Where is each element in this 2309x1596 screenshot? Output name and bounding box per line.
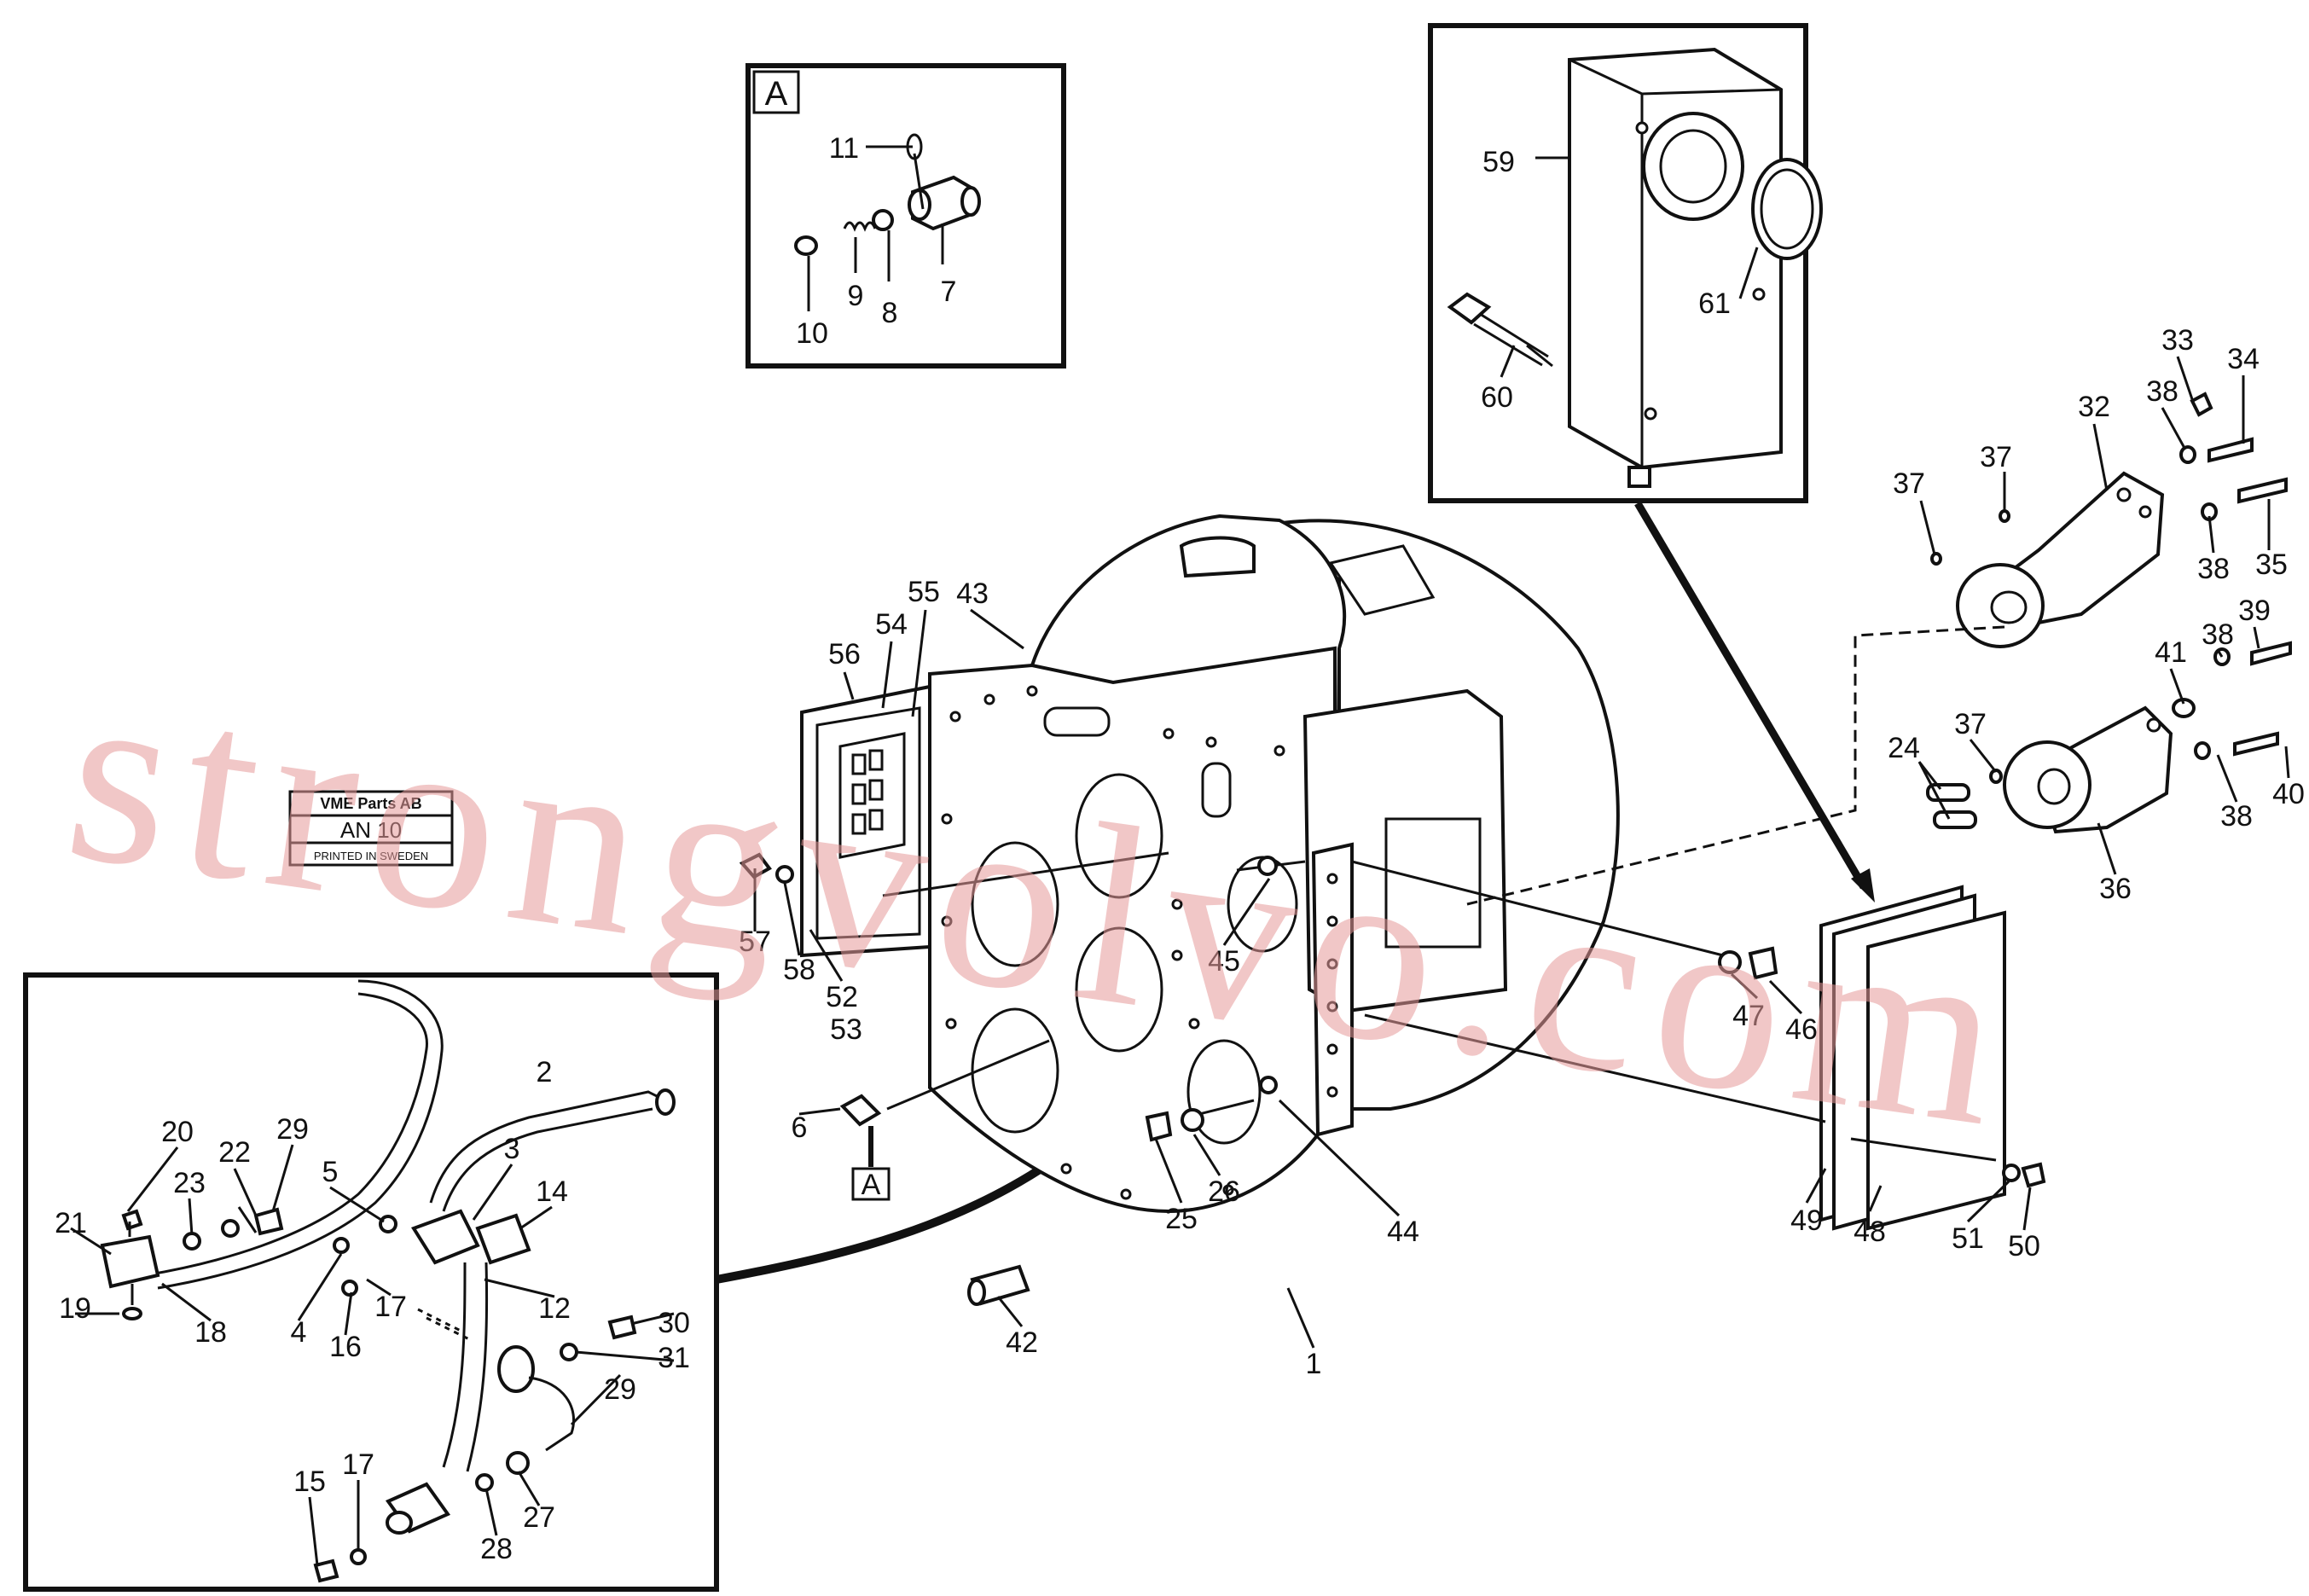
part-label: 45 [1208, 945, 1240, 978]
part-label: 5 [322, 1156, 339, 1188]
part-label: 27 [523, 1501, 555, 1534]
part-label: 33 [2161, 324, 2194, 357]
part-label: 10 [796, 317, 828, 350]
part-label: 31 [658, 1342, 690, 1374]
part-label: 61 [1698, 287, 1731, 320]
valve-body [906, 133, 981, 231]
part-label: 36 [2099, 873, 2132, 905]
part-label: 60 [1481, 381, 1513, 414]
bolt [1447, 292, 1553, 368]
part-label: 2 [537, 1056, 553, 1088]
part-label: 41 [2155, 636, 2187, 669]
detail-plate-box [1428, 23, 1823, 503]
bearing-bracket-upper [1956, 471, 2165, 648]
part-label: 9 [848, 280, 864, 312]
part-label: 34 [2227, 343, 2260, 375]
part-label: 37 [1954, 708, 1987, 740]
stamp-code: AN 10 [340, 817, 402, 843]
detail-pipe-box [23, 972, 719, 1592]
flywheel-housing [928, 514, 1620, 1214]
part-labels: 11 10 9 8 7 59 61 60 33 34 32 38 37 37 3… [55, 132, 2305, 1565]
part-label: 23 [173, 1167, 206, 1199]
part-label: 6 [792, 1111, 808, 1144]
part-label: 28 [480, 1533, 513, 1565]
part-label: 54 [875, 608, 908, 641]
part-label: 37 [1893, 467, 1925, 500]
part-label: 29 [604, 1373, 636, 1406]
part-label: 20 [161, 1116, 194, 1148]
part-label: 11 [829, 132, 859, 165]
part-label: 48 [1854, 1216, 1886, 1248]
stamp: VME Parts AB AN 10 PRINTED IN SWEDEN [288, 790, 454, 867]
detail-a-marker: A [765, 75, 788, 113]
part-label: 7 [941, 276, 957, 308]
part-label: 52 [826, 981, 858, 1013]
part-label: 8 [882, 297, 898, 329]
valve-washer [794, 235, 818, 256]
part-label: 17 [374, 1291, 407, 1323]
part-label: 38 [2197, 553, 2230, 585]
valve-spring [843, 221, 877, 232]
part-label: 59 [1482, 146, 1515, 178]
part-label: 51 [1952, 1222, 1984, 1255]
valve-ball [872, 209, 894, 231]
part-label: 43 [956, 577, 989, 610]
stamp-printed: PRINTED IN SWEDEN [314, 850, 428, 862]
part-label: 56 [828, 638, 861, 670]
part-label: 29 [276, 1113, 309, 1146]
part-label: 16 [329, 1331, 362, 1363]
part-label: 44 [1387, 1216, 1419, 1248]
part-label: 38 [2146, 375, 2178, 408]
part-label: 37 [1980, 441, 2012, 473]
part-label: 46 [1785, 1013, 1818, 1046]
part-label: 24 [1888, 732, 1920, 764]
part-label: 30 [658, 1307, 690, 1339]
part-label: 4 [291, 1316, 307, 1349]
stamp-company: VME Parts AB [320, 795, 421, 812]
part-label: 55 [908, 576, 940, 608]
detail-a-box: A [745, 63, 1066, 369]
part-label: 38 [2202, 618, 2234, 651]
cover-plate-right [1819, 885, 2006, 1231]
part-label: 3 [504, 1133, 520, 1165]
part-label: 39 [2238, 595, 2271, 627]
part-label: 58 [783, 954, 815, 986]
part-label: 22 [218, 1136, 251, 1169]
part-label: 47 [1732, 1000, 1765, 1032]
part-label: 49 [1790, 1204, 1823, 1237]
part-label: 17 [342, 1448, 374, 1481]
part-label: 15 [293, 1465, 326, 1498]
part-label: 18 [194, 1316, 227, 1349]
part-label: 32 [2078, 391, 2110, 423]
cover-plate-left [800, 684, 931, 958]
part-label: 50 [2008, 1230, 2040, 1262]
part-label: 38 [2220, 800, 2253, 833]
o-ring [1751, 158, 1823, 260]
part-label: 40 [2272, 778, 2305, 810]
part-label: 25 [1165, 1203, 1198, 1235]
part-label: 14 [536, 1175, 568, 1208]
part-label: 12 [538, 1292, 571, 1325]
part-label: 42 [1006, 1326, 1038, 1359]
part-label: 26 [1208, 1175, 1240, 1208]
part-label: 53 [830, 1013, 862, 1046]
part-label: 1 [1306, 1348, 1322, 1380]
part-label: 35 [2255, 548, 2288, 581]
main-a-marker: A [862, 1169, 881, 1201]
part-label: 19 [59, 1292, 91, 1325]
bearing-bracket-lower [2003, 705, 2173, 834]
